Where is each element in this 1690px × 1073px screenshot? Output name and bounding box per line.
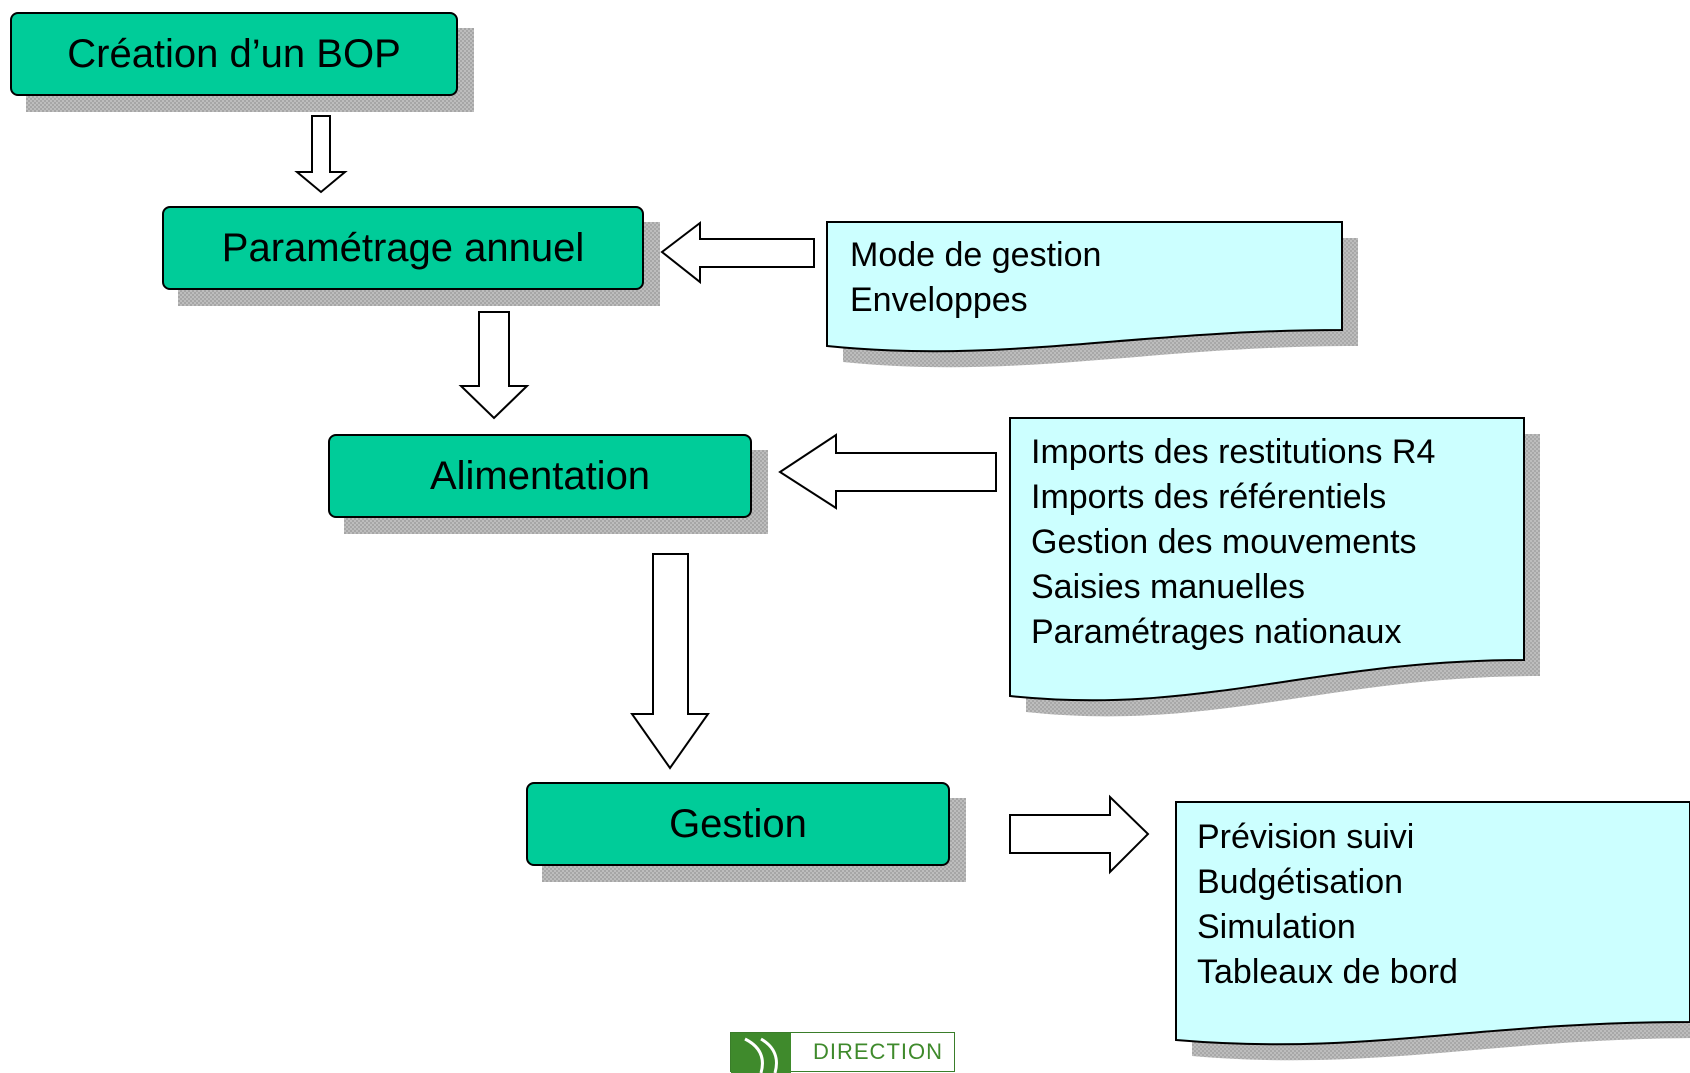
note-line: Prévision suivi — [1197, 818, 1415, 856]
arrow-right-1 — [1009, 794, 1150, 875]
step-parametrage: Paramétrage annuel — [162, 206, 644, 290]
note-alimentation: Imports des restitutions R4 Imports des … — [1031, 430, 1435, 655]
note-line: Gestion des mouvements — [1031, 523, 1417, 561]
note-line: Imports des restitutions R4 — [1031, 433, 1436, 471]
note-line: Paramétrages nationaux — [1031, 613, 1402, 651]
note-gestion-shape — [1175, 801, 1690, 1046]
note-line: Budgétisation — [1197, 863, 1404, 901]
note-line: Tableaux de bord — [1197, 953, 1458, 991]
note-line: Enveloppes — [850, 281, 1028, 319]
note-line: Simulation — [1197, 908, 1356, 946]
note-line: Mode de gestion — [850, 236, 1102, 274]
arrow-down-1 — [294, 115, 348, 194]
arrow-down-2 — [458, 311, 530, 420]
note-line: Imports des référentiels — [1031, 478, 1387, 516]
note-parametrage: Mode de gestion Enveloppes — [850, 233, 1101, 323]
logo-mark-icon — [731, 1033, 791, 1073]
arrow-down-3 — [630, 553, 710, 770]
note-alimentation-shape — [1009, 417, 1525, 702]
note-gestion: Prévision suivi Budgétisation Simulation… — [1197, 815, 1458, 995]
arrow-left-2 — [778, 433, 997, 510]
note-line: Saisies manuelles — [1031, 568, 1306, 606]
step-gestion: Gestion — [526, 782, 950, 866]
arrow-left-1 — [660, 220, 815, 285]
note-parametrage-shape — [826, 221, 1343, 353]
step-alimentation: Alimentation — [328, 434, 752, 518]
logo: DIRECTION — [730, 1032, 955, 1073]
step-creation: Création d’un BOP — [10, 12, 458, 96]
logo-text: DIRECTION — [813, 1039, 943, 1064]
